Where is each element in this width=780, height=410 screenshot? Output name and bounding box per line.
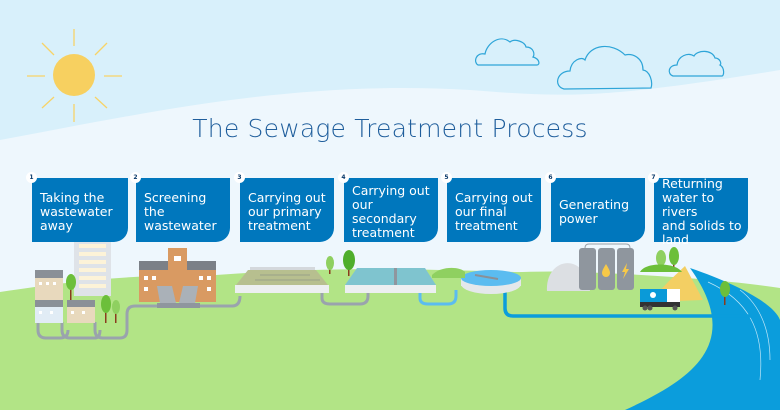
cloud-icon (475, 38, 540, 66)
droplet-icon (602, 264, 610, 277)
step-1: 1 Taking the wastewater away (26, 172, 128, 242)
step-label: Taking the wastewater away (40, 190, 113, 233)
final-clarifier-icon (432, 267, 521, 294)
step-number-badge: 6 (545, 172, 556, 183)
sun-icon (27, 29, 122, 122)
step-2: 2 Screening the wastewater (130, 172, 230, 242)
step-6: 6 Generating power (545, 172, 645, 242)
tower-block-icon (74, 236, 111, 296)
cloud-icon (668, 50, 725, 77)
step-7: 7 Returning water to rivers and solids t… (648, 172, 748, 247)
step-label: Carrying out our final treatment (455, 190, 533, 233)
tanker-truck-icon (640, 289, 680, 311)
step-5: 5 Carrying out our final treatment (441, 172, 541, 242)
step-number-badge: 4 (338, 172, 349, 183)
step-label: Generating power (559, 197, 630, 226)
tree-icon (66, 247, 730, 323)
step-label: Carrying out our secondary treatment (352, 183, 430, 240)
step-3: 3 Carrying out our primary treatment (234, 172, 334, 242)
step-4: 4 Carrying out our secondary treatment (338, 172, 438, 242)
step-number-badge: 5 (441, 172, 452, 183)
step-number-badge: 2 (130, 172, 141, 183)
step-number-badge: 1 (26, 172, 37, 183)
storage-tanks-icon (579, 243, 634, 290)
step-label: Carrying out our primary treatment (248, 190, 326, 233)
cloud-icon (557, 46, 653, 90)
lightning-icon (622, 263, 629, 279)
river-icon (625, 268, 780, 410)
step-number-badge: 7 (648, 172, 659, 183)
houses-icon (35, 270, 95, 323)
step-label: Returning water to rivers and solids to … (662, 176, 742, 247)
step-label: Screening the wastewater (144, 190, 217, 233)
screening-building-icon (139, 248, 216, 308)
step-number-badge: 3 (234, 172, 245, 183)
primary-tank-icon (235, 267, 329, 293)
secondary-tank-icon (345, 268, 436, 293)
page-title: The Sewage Treatment Process (192, 114, 588, 143)
